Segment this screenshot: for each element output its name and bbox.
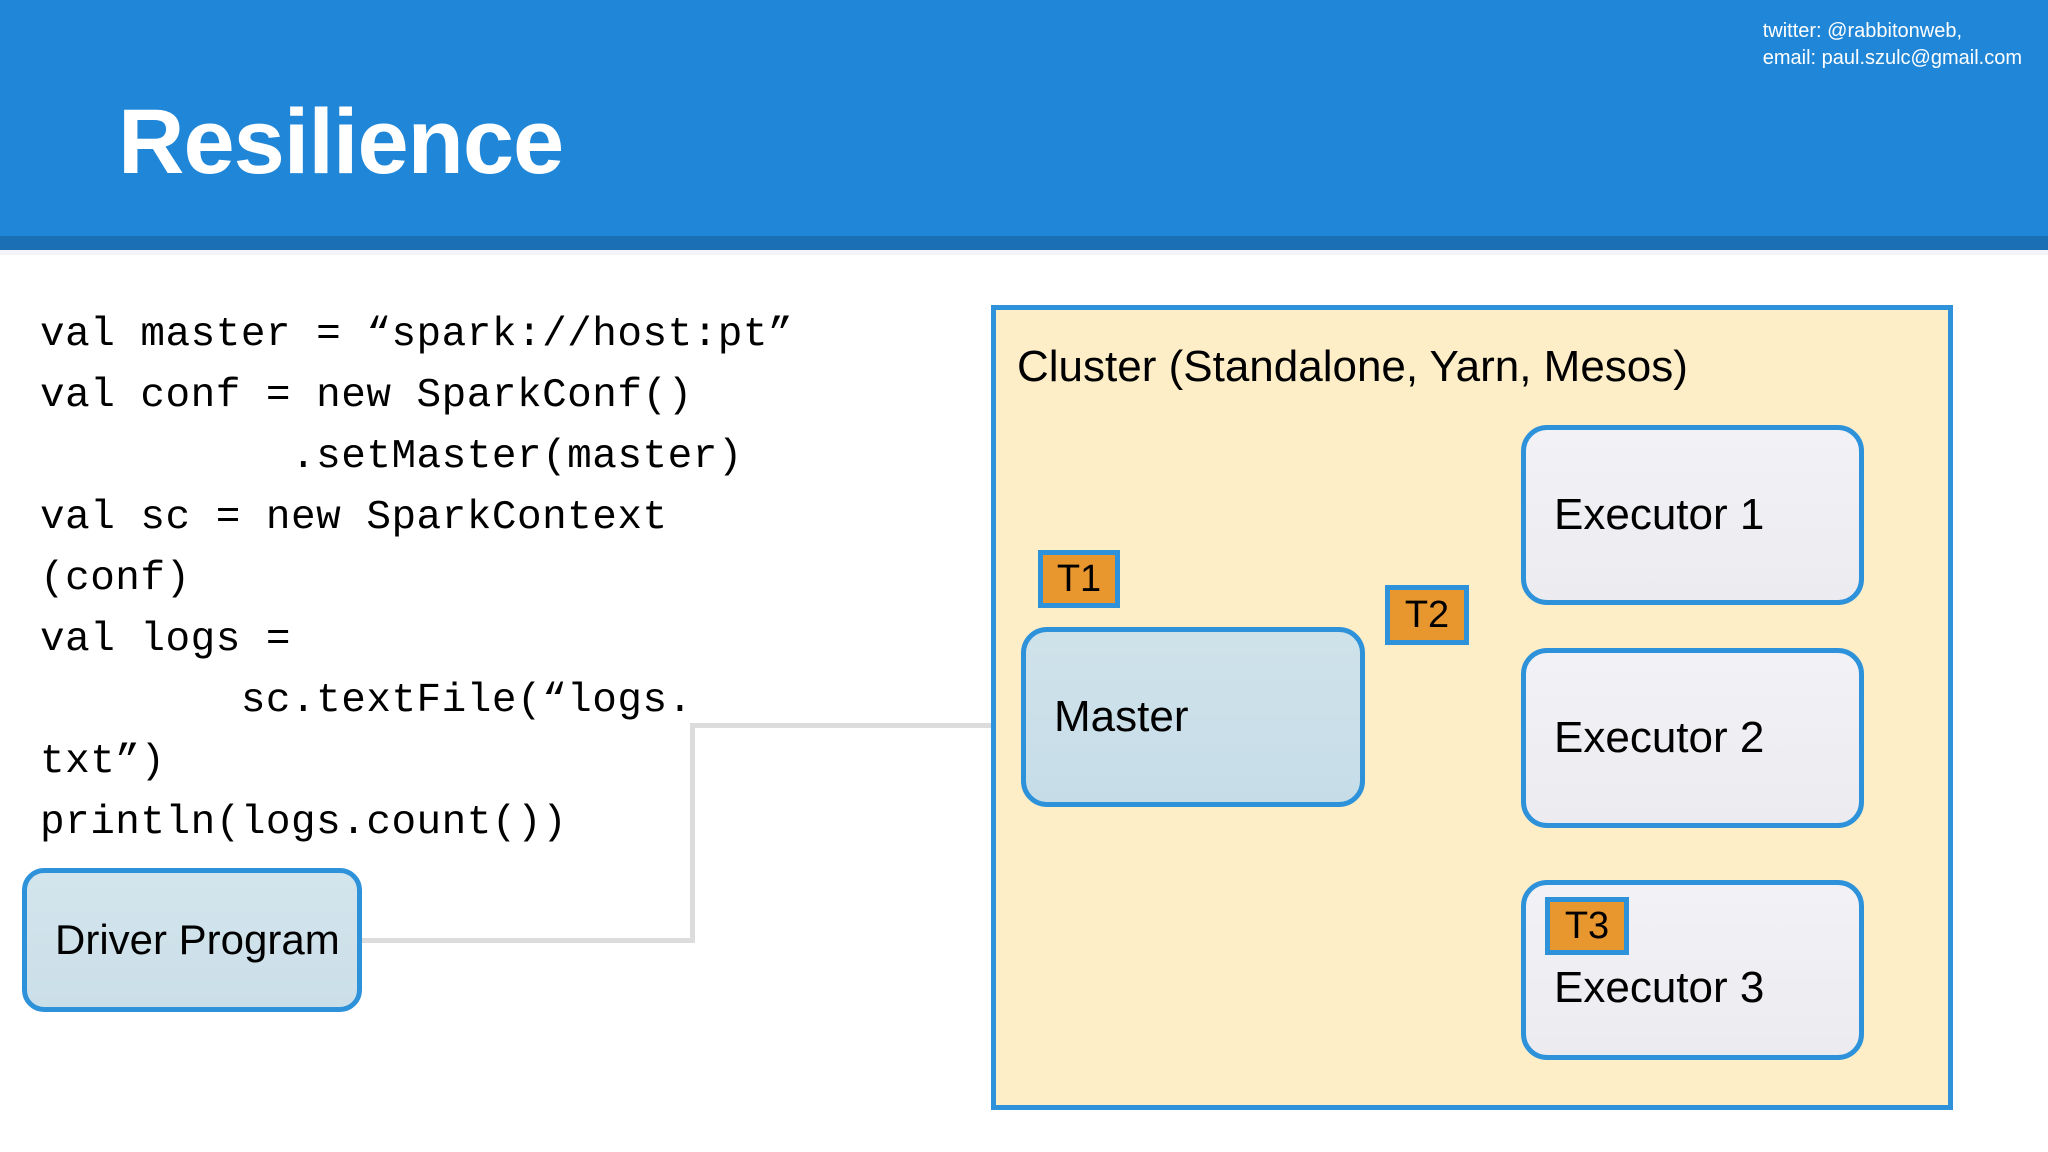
connector-driver-to-master — [690, 723, 1024, 728]
header-bar — [0, 0, 2048, 236]
connector-driver-vertical — [690, 723, 695, 943]
task-chip-t1[interactable]: T1 — [1038, 550, 1120, 608]
task-chip-t3[interactable]: T3 — [1545, 897, 1629, 955]
master-label: Master — [1054, 692, 1189, 741]
code-snippet: val master = “spark://host:pt” val conf … — [40, 312, 794, 846]
task-chip-t2[interactable]: T2 — [1385, 585, 1469, 645]
executor-1-label: Executor 1 — [1554, 490, 1765, 539]
header-shadow — [0, 250, 2048, 255]
executor-node-1[interactable]: Executor 1 — [1521, 425, 1864, 605]
driver-program-label: Driver Program — [55, 916, 340, 963]
executor-3-label: Executor 3 — [1554, 963, 1765, 1012]
executor-node-2[interactable]: Executor 2 — [1521, 648, 1864, 828]
page-title: Resilience — [118, 91, 564, 193]
connector-driver-right — [362, 938, 694, 943]
header-underline — [0, 236, 2048, 250]
cluster-title: Cluster (Standalone, Yarn, Mesos) — [1017, 342, 1688, 391]
driver-program-node[interactable]: Driver Program — [22, 868, 362, 1012]
master-node[interactable]: Master — [1021, 627, 1365, 807]
contact-info: twitter: @rabbitonweb, email: paul.szulc… — [1762, 20, 2022, 69]
executor-2-label: Executor 2 — [1554, 713, 1765, 762]
